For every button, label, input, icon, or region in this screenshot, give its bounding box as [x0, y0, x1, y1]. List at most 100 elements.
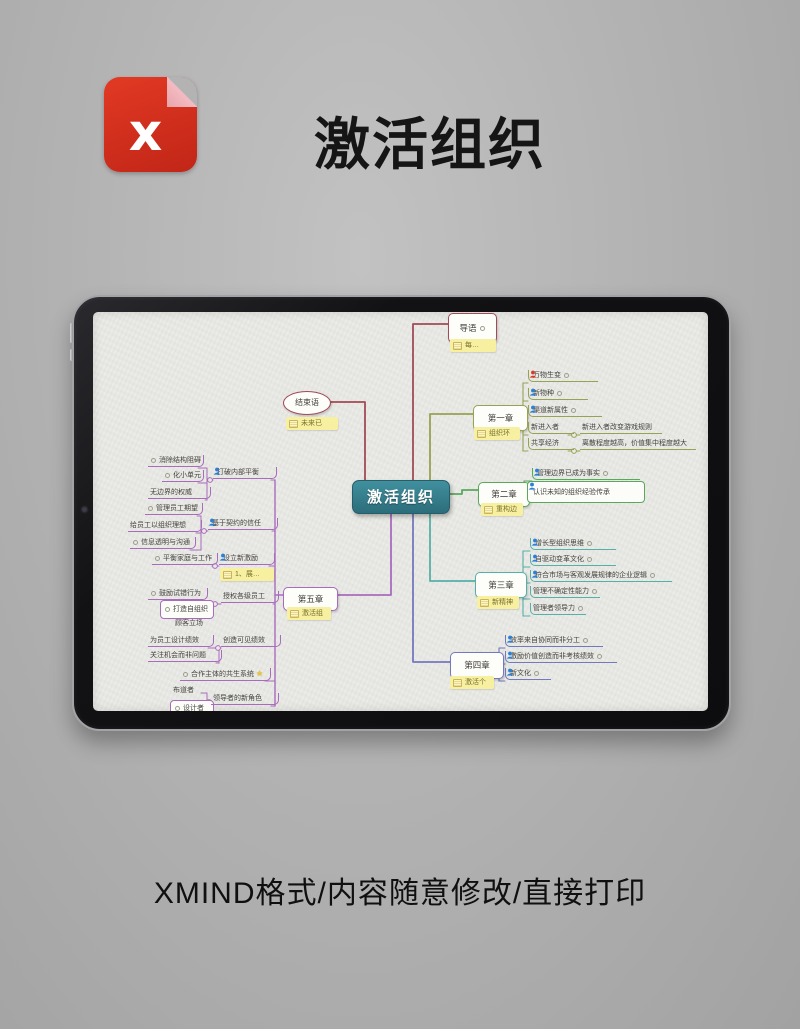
topic-chapter3: 第三章: [475, 572, 527, 598]
branch-connector: [412, 323, 449, 481]
ch1-item-4-callout: 新进入者改变游戏规则: [580, 422, 662, 434]
topic-label: 管理员工期望: [156, 505, 198, 512]
topic-label: 第一章: [487, 412, 514, 423]
topic-label: 为员工设计绩效: [150, 637, 199, 644]
ch3-item-5: 管理者领导力: [530, 603, 586, 615]
topic-label: 增长型组织思维: [535, 540, 584, 547]
topic-label: 设计者: [183, 705, 204, 711]
ch5-a-item-1: 消除结构阻碍: [148, 455, 204, 467]
topic-label: 第二章: [491, 489, 517, 500]
ch1-item-1: 万物生变: [528, 370, 598, 382]
topic-label: 信息透明与沟通: [141, 539, 190, 546]
topic-label: 符合市场与客观发展规律的企业逻辑: [535, 572, 647, 579]
topic-label: 组织环: [489, 430, 510, 437]
note-icon: [223, 570, 232, 579]
ch5-e-label: 顾客立场: [175, 620, 211, 627]
collapse-dot-icon: [564, 373, 569, 378]
ch5-d-item-1: 鼓励试错行为: [148, 588, 208, 600]
collapse-dot-icon: [155, 556, 160, 561]
page-title: 激活组织: [314, 113, 546, 176]
collapse-dot-icon: [583, 638, 588, 643]
topic-label: 新进入者: [531, 424, 559, 431]
ch4-item-1: 效率来自协同而非分工: [505, 635, 603, 647]
tablet-screen: 激活组织导语每…结束语未来已第一章组织环万物生变新物种渠道新属性新进入者新进入者…: [93, 312, 708, 711]
collapse-dot-icon: [603, 471, 608, 476]
topic-label: 关注机会而非问题: [150, 652, 206, 659]
ch5-a-item-2: 化小单元: [162, 470, 204, 482]
collapse-dot-icon: [587, 541, 592, 546]
joint-circle-icon: [207, 477, 213, 483]
ch3-item-2: 自驱动变革文化: [530, 554, 616, 566]
ch2-item-1: 管理边界已成为事实: [532, 468, 640, 480]
topic-label: 无边界的权威: [150, 489, 192, 496]
collapse-dot-icon: [151, 591, 156, 596]
topic-chapter1: 第一章: [473, 405, 528, 431]
tablet-side-button: [70, 323, 73, 343]
ch5-g-item-1: 合作主体的共生系统★: [180, 668, 271, 681]
note-icon: [484, 505, 493, 514]
collapse-dot-icon: [650, 573, 655, 578]
tag-ending: 未来已: [286, 417, 338, 430]
collapse-dot-icon: [175, 706, 180, 711]
note-icon: [477, 429, 486, 438]
tablet-frame: 激活组织导语每…结束语未来已第一章组织环万物生变新物种渠道新属性新进入者新进入者…: [70, 295, 731, 731]
collapse-dot-icon: [165, 607, 170, 612]
star-icon: ★: [256, 669, 264, 678]
ch5-h-item-1: 设计者: [170, 700, 214, 711]
topic-label: 新精神: [492, 599, 513, 606]
collapse-dot-icon: [133, 540, 138, 545]
tag-intro: 每…: [450, 339, 496, 352]
central-topic: 激活组织: [352, 480, 450, 514]
joint-circle-icon: [201, 528, 207, 534]
branch-connector: [429, 511, 476, 582]
tag-chapter5: 激活组: [287, 607, 331, 620]
topic-label: 化小单元: [173, 472, 201, 479]
tag-chapter4: 激活个: [450, 676, 494, 689]
ch1-item-2: 新物种: [528, 388, 588, 400]
ch3-item-1: 增长型组织思维: [530, 538, 616, 550]
topic-label: 每…: [465, 342, 479, 349]
topic-chapter4: 第四章: [450, 652, 504, 679]
xmind-file-icon: x: [104, 77, 197, 172]
topic-label: 鼓励试错行为: [159, 590, 201, 597]
topic-label: 管理边界已成为事实: [537, 470, 600, 477]
topic-label: 新文化: [510, 670, 531, 677]
ch5-d-item-2: 打造自组织: [160, 600, 214, 619]
ch5-c-item-1: 平衡家庭与工作: [152, 553, 218, 565]
ch5-b-item-3: 信息透明与沟通: [130, 537, 196, 549]
branch-connector: [429, 413, 474, 481]
topic-label: 平衡家庭与工作: [163, 555, 212, 562]
topic-label: 管理者领导力: [533, 605, 575, 612]
topic-label: 给员工以组织理想: [130, 522, 186, 529]
ch5-f-item-1: 关注机会而非问题: [148, 650, 222, 662]
ch5-a-item-3: 无边界的权威: [148, 487, 211, 499]
collapse-dot-icon: [557, 391, 562, 396]
topic-label: 第四章: [464, 660, 490, 671]
note-icon: [453, 341, 462, 350]
topic-label: 1、展…: [235, 571, 260, 578]
collapse-dot-icon: [183, 671, 188, 677]
topic-label: 激活组: [302, 610, 323, 617]
collapse-dot-icon: [597, 654, 602, 659]
note-icon: [290, 609, 299, 618]
topic-label: 第五章: [297, 593, 324, 604]
topic-label: 重构边: [496, 506, 517, 513]
topic-label: 消除结构阻碍: [159, 457, 201, 464]
topic-label: 未来已: [301, 420, 322, 427]
branch-connector: [447, 489, 479, 495]
topic-label: 打破内部平衡: [217, 469, 259, 476]
topic-label: 渠道新属性: [533, 407, 568, 414]
ch1-item-5-callout: 离散程度越高，价值集中程度越大: [580, 438, 696, 450]
ch5-a-parent: 打破内部平衡: [213, 467, 277, 479]
topic-label: 第三章: [488, 579, 514, 590]
ch5-h-label: 布道者: [173, 687, 201, 694]
topic-chapter2: 第二章: [478, 482, 530, 507]
collapse-dot-icon: [479, 325, 485, 331]
ch5-b-item-2: 给员工以组织理想: [128, 520, 202, 532]
ch1-item-4: 新进入者: [528, 422, 574, 434]
topic-ending: 结束语: [283, 391, 331, 415]
tablet-side-button: [70, 349, 73, 361]
topic-label: 创造可见绩效: [223, 637, 265, 644]
collapse-dot-icon: [571, 408, 576, 413]
